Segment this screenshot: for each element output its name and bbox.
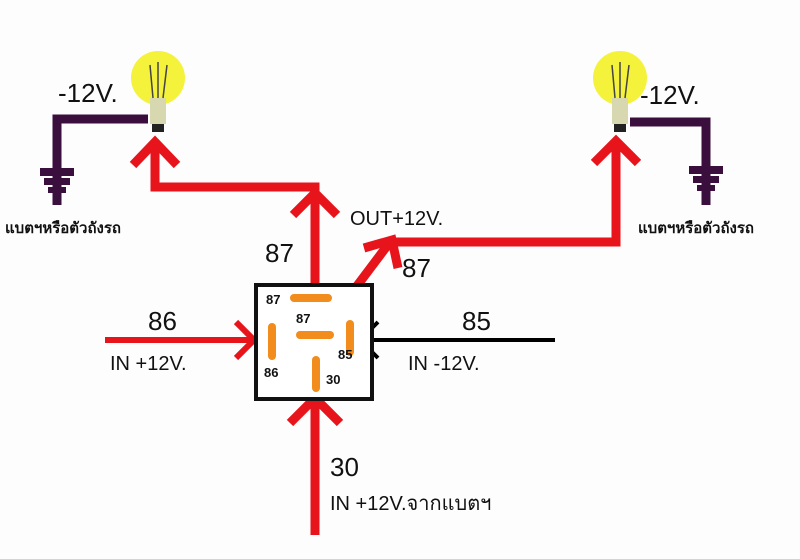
pin86-label: 86: [148, 306, 177, 336]
in86-label: IN +12V.: [110, 353, 187, 375]
out-label: OUT+12V.: [350, 208, 443, 230]
relay-pins: [268, 294, 354, 392]
in30-label: IN +12V.จากแบตฯ: [330, 493, 491, 515]
pin30-label: 30: [330, 452, 359, 482]
pin-label-87a: 87: [296, 311, 310, 326]
output-wire-left: [129, 135, 341, 296]
right-ground-label: แบตฯหรือตัวถังรถ: [638, 220, 754, 237]
in85-label: IN -12V.: [408, 353, 480, 375]
pin85-label: 85: [462, 306, 491, 336]
pin-label-30: 30: [326, 372, 340, 387]
right-voltage-label: -12V.: [640, 80, 700, 110]
left-ground-symbol: [40, 168, 74, 193]
left-ground-wire: [52, 114, 148, 205]
left-voltage-label: -12V.: [58, 78, 118, 108]
pin87-left-label: 87: [265, 238, 294, 268]
left-ground-label: แบตฯหรือตัวถังรถ: [5, 220, 121, 237]
right-ground-wire: [630, 117, 711, 205]
pin-label-85: 85: [338, 347, 352, 362]
pin-label-87: 87: [266, 292, 280, 307]
left-bulb-icon: [131, 51, 185, 132]
pin87-right-label: 87: [402, 253, 431, 283]
right-bulb-icon: [593, 51, 647, 132]
pin-label-86: 86: [264, 365, 278, 380]
right-ground-symbol: [689, 166, 723, 191]
